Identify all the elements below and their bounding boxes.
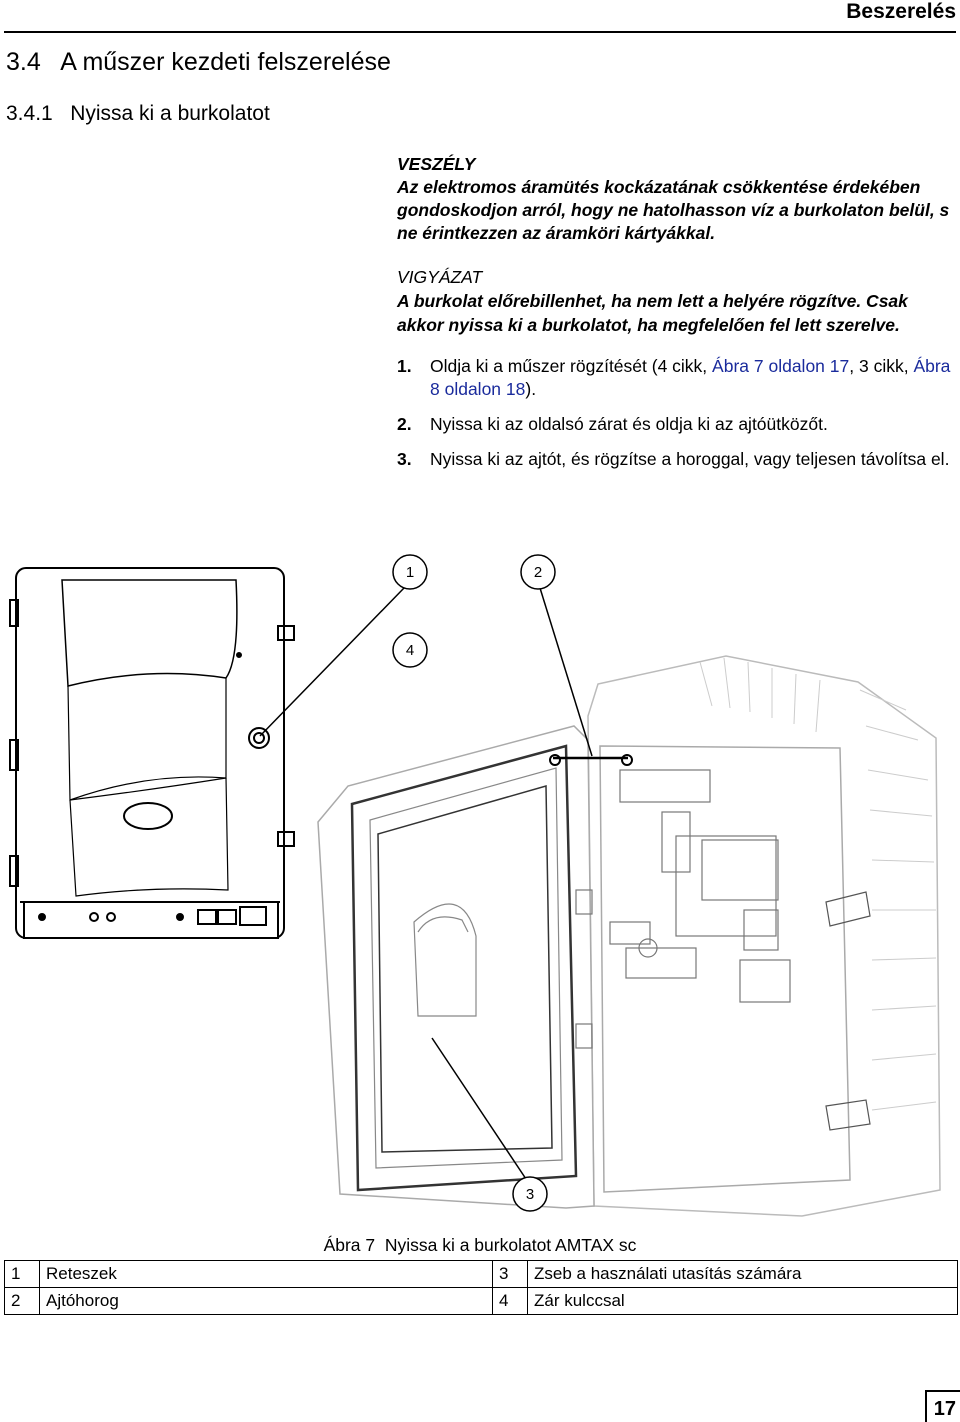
- step-text: , 3 cikk,: [849, 356, 914, 376]
- callout-2: 2: [534, 564, 542, 581]
- closed-enclosure-drawing: [9, 567, 295, 939]
- page-number: 17: [933, 1398, 956, 1420]
- subsection-heading: 3.4.1 Nyissa ki a burkolatot: [6, 102, 270, 125]
- callout-4: 4: [406, 642, 414, 659]
- step-number: 2.: [397, 414, 412, 434]
- step-text: Nyissa ki az ajtót, és rögzítse a horogg…: [430, 449, 950, 469]
- figure-7-link[interactable]: Ábra 7 oldalon 17: [712, 356, 850, 376]
- leader-line-1: [259, 587, 405, 737]
- step-number: 1.: [397, 356, 412, 376]
- callout-3: 3: [526, 1186, 534, 1203]
- step-3: 3. Nyissa ki az ajtót, és rögzítse a hor…: [397, 448, 957, 471]
- section-heading: 3.4 A műszer kezdeti felszerelése: [6, 48, 391, 76]
- header-section-title: Beszerelés: [846, 0, 956, 23]
- figure-8-link[interactable]: Ábra 8 oldalon 18: [430, 356, 951, 399]
- enclosure-figure: 1 2 4 3: [9, 554, 941, 1217]
- legend-row: 1 Reteszek 3 Zseb a használati utasítás …: [4, 1260, 958, 1288]
- step-number: 3.: [397, 449, 412, 469]
- legend-text: Reteszek: [39, 1260, 493, 1288]
- page-number-divider: [925, 1390, 927, 1422]
- page-number-rule: [925, 1390, 960, 1392]
- legend-number: 3: [492, 1260, 528, 1288]
- open-enclosure-drawing: [317, 655, 941, 1217]
- step-text: Oldja ki a műszer rögzítését (4 cikk,: [430, 356, 713, 376]
- caution-label: VIGYÁZAT: [397, 267, 483, 287]
- step-text: ).: [525, 379, 537, 399]
- figure-caption: Ábra 7 Nyissa ki a burkolatot AMTAX sc: [323, 1235, 637, 1255]
- legend-table: 1 Reteszek 3 Zseb a használati utasítás …: [4, 1260, 958, 1315]
- callout-1: 1: [406, 564, 414, 581]
- step-2: 2. Nyissa ki az oldalsó zárat és oldja k…: [397, 413, 957, 436]
- legend-number: 1: [4, 1260, 40, 1288]
- header-rule: [4, 31, 956, 33]
- step-list: 1. Oldja ki a műszer rögzítését (4 cikk,…: [397, 355, 957, 483]
- legend-number: 2: [4, 1287, 40, 1315]
- danger-text: Az elektromos áramütés kockázatának csök…: [397, 177, 950, 243]
- step-text: Nyissa ki az oldalsó zárat és oldja ki a…: [430, 414, 828, 434]
- legend-text: Ajtóhorog: [39, 1287, 493, 1315]
- caution-text: A burkolat előrebillenhet, ha nem lett a…: [397, 291, 908, 335]
- caution-notice: VIGYÁZAT A burkolat előrebillenhet, ha n…: [397, 265, 957, 337]
- legend-number: 4: [492, 1287, 528, 1315]
- danger-notice: VESZÉLY Az elektromos áramütés kockázatá…: [397, 153, 957, 245]
- step-1: 1. Oldja ki a műszer rögzítését (4 cikk,…: [397, 355, 957, 401]
- legend-text: Zseb a használati utasítás számára: [527, 1260, 958, 1288]
- leader-line-2: [539, 587, 593, 757]
- legend-row: 2 Ajtóhorog 4 Zár kulccsal: [4, 1287, 958, 1315]
- legend-text: Zár kulccsal: [527, 1287, 958, 1315]
- leader-line-3: [431, 1037, 531, 1186]
- danger-label: VESZÉLY: [397, 154, 476, 174]
